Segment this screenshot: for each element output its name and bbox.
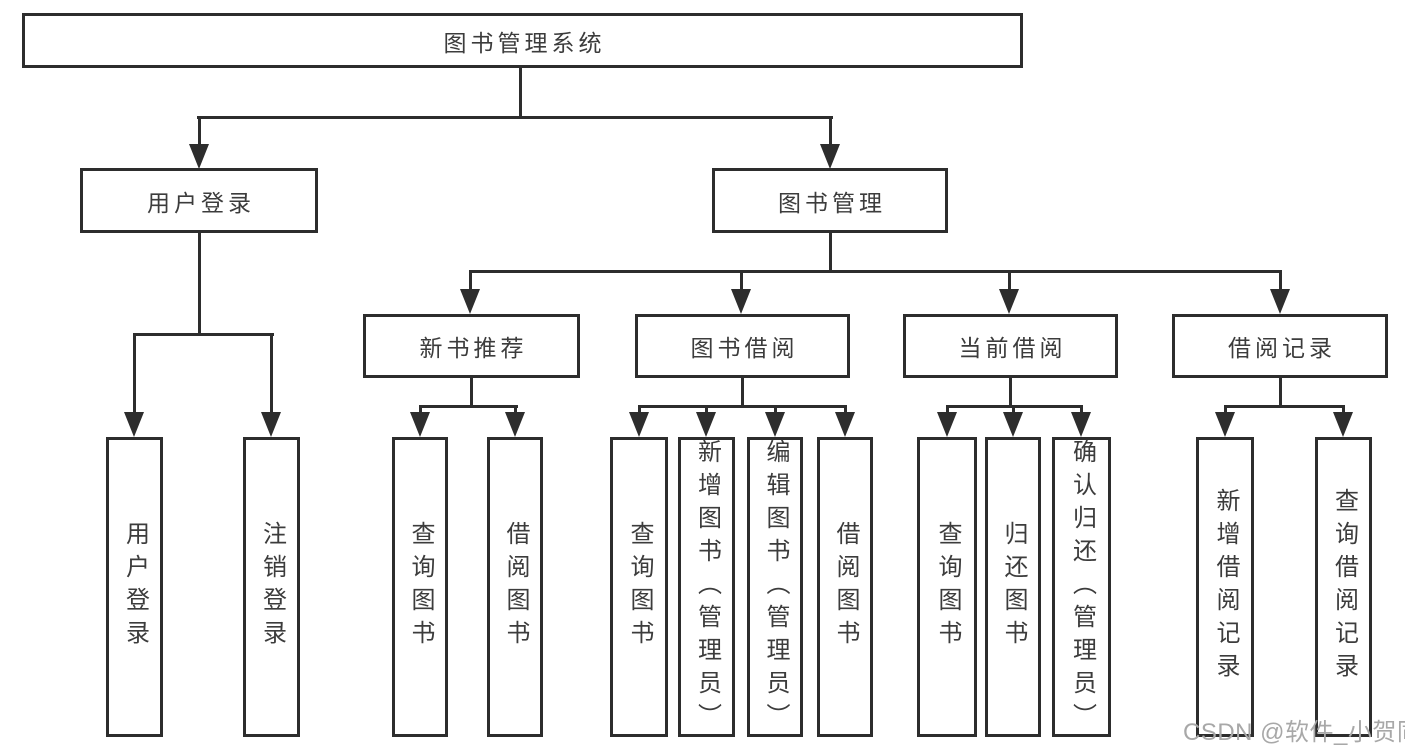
node-label: 用户登录 (121, 521, 149, 653)
connector-arrow (820, 144, 840, 169)
connector-segment (946, 405, 949, 415)
connector-segment (638, 405, 847, 408)
connector-segment (638, 405, 641, 415)
connector-segment (469, 270, 472, 291)
node-book-management: 图书管理 (712, 168, 948, 233)
node-book-borrowing: 图书借阅 (635, 314, 850, 378)
connector-arrow (629, 412, 649, 437)
node-label: 借阅图书 (502, 521, 529, 653)
connector-segment (829, 116, 832, 146)
connector-arrow (999, 289, 1019, 314)
node-new-book-recommendation: 新书推荐 (363, 314, 580, 378)
leaf-records-add-borrow-record: 新增借阅记录 (1196, 437, 1254, 737)
leaf-user-login: 用户登录 (106, 437, 163, 737)
leaf-borrowing-query-books: 查询图书 (610, 437, 668, 737)
node-label: 图书管理 (778, 189, 886, 216)
node-label: 确认归还（管理员） (1068, 438, 1096, 736)
connector-segment (469, 270, 1282, 273)
connector-segment (133, 333, 274, 336)
node-borrowing-records: 借阅记录 (1172, 314, 1388, 378)
connector-segment (198, 116, 201, 146)
connector-arrow (835, 412, 855, 437)
watermark-text: CSDN @软件_小贺同学 (1183, 719, 1405, 746)
connector-segment (1080, 405, 1083, 415)
node-label: 借阅图书 (832, 521, 859, 653)
node-label: 当前借阅 (958, 335, 1067, 361)
leaf-current-query-books: 查询图书 (917, 437, 977, 737)
connector-arrow (937, 412, 957, 437)
connector-arrow (460, 289, 480, 314)
node-label: 查询图书 (934, 521, 961, 653)
connector-segment (1279, 378, 1282, 408)
connector-segment (419, 405, 422, 415)
connector-arrow (124, 412, 144, 437)
leaf-records-query-borrow-record: 查询借阅记录 (1315, 437, 1372, 737)
connector-segment (1279, 270, 1282, 291)
connector-segment (197, 116, 833, 119)
leaf-newbook-query-books: 查询图书 (392, 437, 448, 737)
connector-segment (419, 405, 518, 408)
leaf-current-return-books: 归还图书 (985, 437, 1041, 737)
leaf-borrowing-add-books-admin: 新增图书（管理员） (678, 437, 735, 737)
connector-segment (198, 233, 201, 336)
connector-arrow (410, 412, 430, 437)
connector-segment (519, 67, 522, 119)
leaf-logout: 注销登录 (243, 437, 300, 737)
connector-segment (705, 405, 708, 415)
connector-arrow (1003, 412, 1023, 437)
connector-segment (1008, 270, 1011, 291)
connector-segment (514, 405, 517, 415)
connector-segment (740, 270, 743, 291)
connector-segment (829, 233, 832, 273)
node-label: 编辑图书（管理员） (762, 438, 789, 736)
leaf-borrowing-edit-books-admin: 编辑图书（管理员） (747, 437, 803, 737)
node-label: 归还图书 (1000, 521, 1027, 653)
connector-arrow (505, 412, 525, 437)
connector-arrow (1215, 412, 1235, 437)
node-library-management-system: 图书管理系统 (22, 13, 1023, 68)
node-label: 图书借阅 (690, 335, 799, 361)
node-label: 新书推荐 (419, 335, 528, 361)
connector-arrow (189, 144, 209, 169)
node-current-borrowing: 当前借阅 (903, 314, 1118, 378)
connector-arrow (261, 412, 281, 437)
node-user-login: 用户登录 (80, 168, 318, 233)
node-label: 用户登录 (147, 189, 255, 216)
connector-segment (1009, 378, 1012, 408)
leaf-newbook-borrow-books: 借阅图书 (487, 437, 543, 737)
node-label: 新增借阅记录 (1212, 488, 1239, 686)
connector-arrow (1270, 289, 1290, 314)
connector-segment (133, 333, 136, 414)
connector-segment (1224, 405, 1227, 415)
connector-arrow (1071, 412, 1091, 437)
connector-arrow (765, 412, 785, 437)
connector-segment (1342, 405, 1345, 415)
connector-segment (270, 333, 273, 414)
connector-arrow (731, 289, 751, 314)
node-label: 查询借阅记录 (1330, 488, 1358, 686)
connector-segment (1012, 405, 1015, 415)
connector-segment (1224, 405, 1345, 408)
node-label: 注销登录 (258, 521, 286, 653)
connector-segment (774, 405, 777, 415)
leaf-borrowing-borrow-books: 借阅图书 (817, 437, 873, 737)
node-label: 图书管理系统 (443, 29, 606, 56)
connector-arrow (1333, 412, 1353, 437)
node-label: 查询图书 (626, 521, 653, 653)
leaf-current-confirm-return-admin: 确认归还（管理员） (1052, 437, 1111, 737)
node-label: 新增图书（管理员） (693, 438, 721, 736)
connector-segment (741, 378, 744, 408)
connector-arrow (696, 412, 716, 437)
node-label: 查询图书 (407, 521, 434, 653)
connector-segment (470, 378, 473, 408)
connector-segment (844, 405, 847, 415)
node-label: 借阅记录 (1228, 335, 1336, 361)
